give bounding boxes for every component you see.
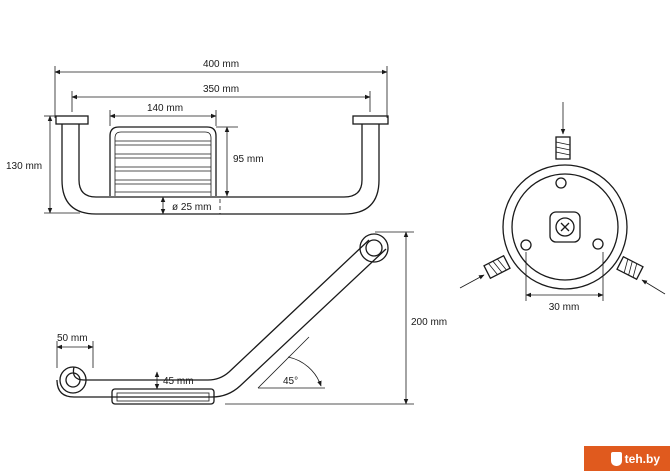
overall-width-label: 400 mm (203, 59, 239, 70)
left-wall-plate (55, 115, 89, 125)
angle-reference-line (257, 336, 310, 389)
grab-bar-tube-outer (61, 124, 380, 215)
bottom-end-cap-outer (59, 366, 87, 394)
basket-frame-inner (114, 131, 212, 196)
center-fixing (549, 211, 581, 243)
brand-badge: teh.by (584, 446, 670, 471)
mount-plate-outer (502, 164, 628, 290)
center-screw-head (555, 217, 575, 237)
mount-spacing-label: 350 mm (203, 84, 239, 95)
center-screw-cross-icon (560, 222, 570, 232)
left-screw (483, 254, 511, 280)
right-screw (616, 255, 644, 281)
basket-frame-outer (109, 126, 217, 196)
grab-bar-tube-inner (78, 124, 363, 198)
plate-offset-label: 30 mm (549, 302, 580, 313)
screw-hole-right (592, 238, 604, 250)
brand-name: teh.by (624, 451, 660, 466)
basket-width-label: 140 mm (147, 103, 183, 114)
right-wall-plate (352, 115, 389, 125)
bottom-end-cap-inner (65, 372, 81, 388)
wall-offset-label: 50 mm (57, 333, 88, 344)
tube-diameter-label: ø 25 mm (172, 202, 211, 213)
side-basket-outer (111, 388, 215, 405)
height-label: 130 mm (6, 161, 42, 172)
side-bar-tube-lower (56, 248, 387, 398)
brand-logo-icon (610, 451, 622, 466)
angle-arc (287, 356, 322, 387)
screw-hole-top (555, 177, 567, 189)
left-screw-arrow (459, 274, 485, 289)
mount-plate-inner (511, 173, 619, 281)
side-view: 50 mm 45 mm 200 mm 45° (56, 231, 447, 405)
right-screw-arrow (641, 279, 666, 295)
mount-view: 30 mm (459, 102, 666, 313)
soap-basket (109, 126, 217, 196)
basket-height-label: 95 mm (233, 154, 264, 165)
top-end-cap-inner (365, 239, 383, 257)
top-screw (555, 136, 571, 160)
top-end-cap-outer (359, 233, 389, 263)
side-height-label: 200 mm (411, 317, 447, 328)
side-basket-inner (116, 392, 210, 402)
side-bar-tube-upper (72, 239, 370, 381)
angle-label: 45° (283, 376, 298, 387)
bar-clearance-label: 45 mm (163, 376, 194, 387)
front-view: 400 mm 350 mm 140 mm 130 mm 95 mm ø 25 m… (6, 59, 389, 215)
screw-hole-left (520, 239, 532, 251)
